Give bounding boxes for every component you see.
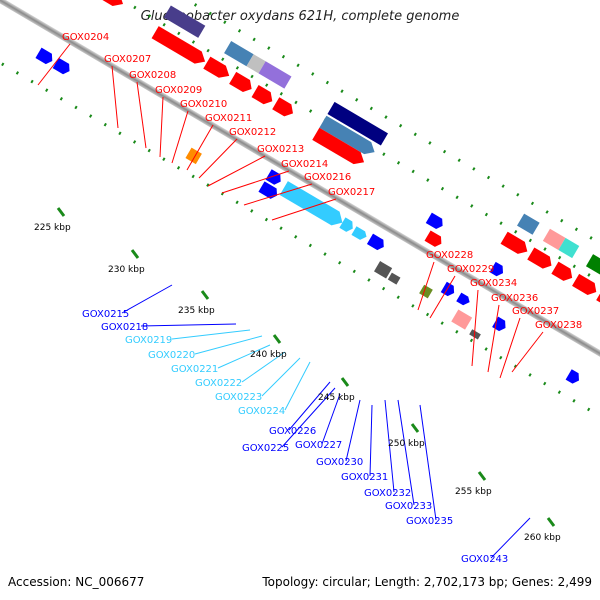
kbp-label: 260 kbp — [524, 533, 561, 543]
gene-label: GOX0232 — [364, 488, 411, 499]
kbp-tick — [272, 334, 282, 344]
kbp-tick — [546, 517, 556, 527]
gene-label: GOX0213 — [257, 144, 304, 155]
kbp-label: 255 kbp — [455, 487, 492, 497]
gene-label: GOX0224 — [238, 406, 285, 417]
gene-label: GOX0238 — [535, 320, 582, 331]
kbp-tick — [200, 290, 210, 300]
gene-label: GOX0209 — [155, 85, 202, 96]
kbp-label: 240 kbp — [250, 350, 287, 360]
gene-label: GOX0207 — [104, 54, 151, 65]
gene-label: GOX0212 — [229, 127, 276, 138]
gene-label: GOX0227 — [295, 440, 342, 451]
gene-label: GOX0229 — [447, 264, 494, 275]
gene-label: GOX0219 — [125, 335, 172, 346]
gene-label: GOX0235 — [406, 516, 453, 527]
gene-label: GOX0218 — [101, 322, 148, 333]
kbp-tick — [340, 377, 350, 387]
kbp-tick — [56, 207, 66, 217]
gene-label: GOX0223 — [215, 392, 262, 403]
gene-label: GOX0208 — [129, 70, 176, 81]
gene-label: GOX0236 — [491, 293, 538, 304]
gene-label: GOX0217 — [328, 187, 375, 198]
gene-label: GOX0211 — [205, 113, 252, 124]
gene-label: GOX0231 — [341, 472, 388, 483]
kbp-label: 225 kbp — [34, 223, 71, 233]
gene-label: GOX0234 — [470, 278, 517, 289]
gene-label: GOX0216 — [304, 172, 351, 183]
bottom-feature-row — [35, 47, 579, 384]
gene-label: GOX0215 — [82, 309, 129, 320]
gene-label: GOX0222 — [195, 378, 242, 389]
gene-label: GOX0233 — [385, 501, 432, 512]
kbp-labels: 225 kbp 230 kbp 235 kbp 240 kbp 245 kbp 250 k… — [34, 207, 561, 543]
kbp-tick — [477, 471, 487, 481]
top-gene-labels: GOX0204GOX0207GOX0208GOX0209GOX0210GOX02… — [37, 32, 582, 379]
kbp-label: 250 kbp — [388, 439, 425, 449]
kbp-label: 235 kbp — [178, 306, 215, 316]
genome-stats-text: Topology: circular; Length: 2,702,173 bp… — [262, 575, 592, 589]
gene-label: GOX0210 — [180, 99, 227, 110]
gene-label: GOX0221 — [171, 364, 218, 375]
gene-label: GOX0228 — [426, 250, 473, 261]
top-small-markers — [424, 212, 504, 277]
kbp-tick — [130, 249, 140, 259]
gene-label: GOX0230 — [316, 457, 363, 468]
accession-text: Accession: NC_006677 — [8, 575, 145, 589]
gene-label: GOX0214 — [281, 159, 328, 170]
kbp-label: 245 kbp — [318, 393, 355, 403]
map-title: Gluconobacter oxydans 621H, complete gen… — [140, 9, 460, 24]
gene-label: GOX0225 — [242, 443, 289, 454]
gene-label: GOX0226 — [269, 426, 316, 437]
kbp-label: 230 kbp — [108, 265, 145, 275]
gene-label: GOX0220 — [148, 350, 195, 361]
kbp-tick — [410, 423, 420, 433]
gene-label: GOX0204 — [62, 32, 109, 43]
top-feature-row-2 — [78, 0, 600, 313]
gene-label: GOX0237 — [512, 306, 559, 317]
genome-backbone — [0, 0, 600, 460]
gene-label: GOX0243 — [461, 554, 508, 565]
